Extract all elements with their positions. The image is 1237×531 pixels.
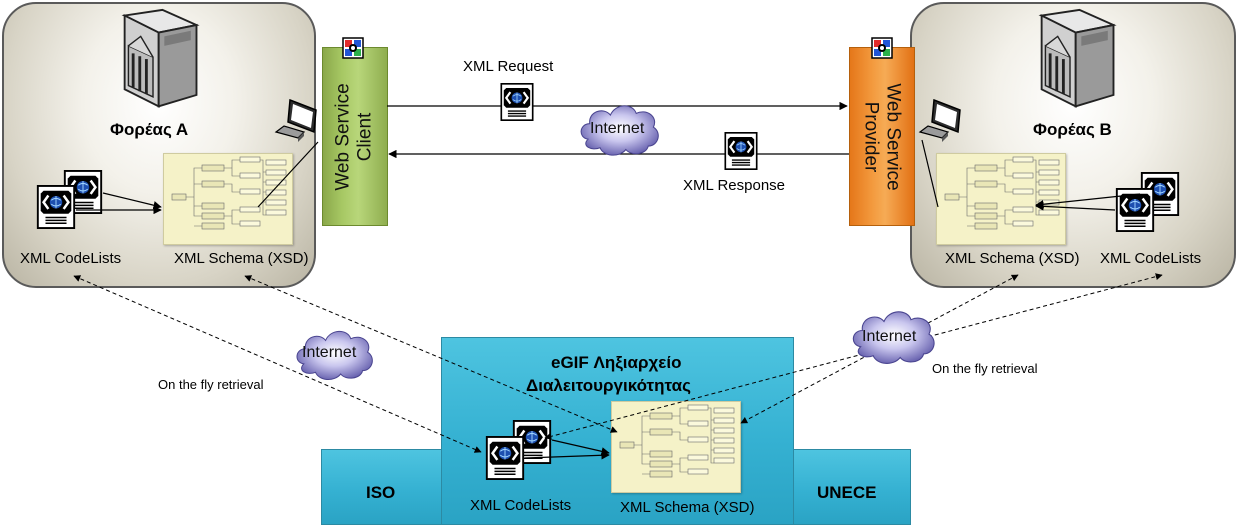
unece-block — [787, 449, 911, 525]
unece-label: UNECE — [817, 483, 877, 502]
xml-response-label: XML Response — [683, 177, 785, 194]
org-a-schema-label: XML Schema (XSD) — [174, 250, 309, 267]
org-b-codelists-label: XML CodeLists — [1100, 250, 1202, 267]
registry-codelists-label: XML CodeLists — [470, 497, 572, 514]
xml-request-icon — [500, 83, 534, 121]
xml-response-icon — [724, 132, 758, 170]
org-a-name: Φορέας Α — [110, 120, 189, 139]
internet-cloud-top-label: Internet — [590, 120, 645, 137]
org-b-name: Φορέας Β — [1033, 120, 1112, 139]
xml-request-label: XML Request — [463, 58, 554, 75]
org-b-schema-label: XML Schema (XSD) — [945, 250, 1080, 267]
iso-label: ISO — [366, 483, 396, 502]
schema-a-diagram — [163, 153, 293, 245]
retrieval-left-label: On the fly retrieval — [158, 377, 264, 392]
retrieval-right-label: On the fly retrieval — [932, 361, 1038, 376]
internet-cloud-left-label: Internet — [302, 344, 357, 361]
iso-block — [321, 449, 443, 525]
org-a-codelists-label: XML CodeLists — [20, 250, 122, 267]
internet-cloud-right-label: Internet — [862, 328, 917, 345]
registry-schema-label: XML Schema (XSD) — [620, 499, 755, 516]
schema-b-diagram — [936, 153, 1066, 245]
